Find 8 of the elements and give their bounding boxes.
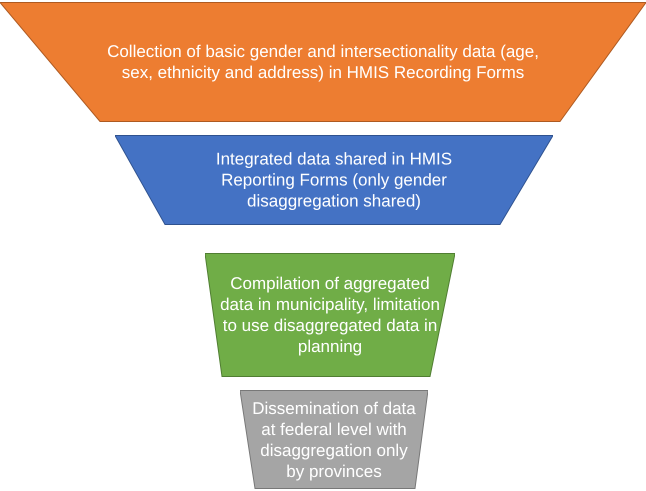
stage-text: Dissemination of data at federal level with disaggregation only by provinces	[252, 398, 416, 482]
funnel-segment	[240, 390, 428, 489]
funnel-segment	[205, 253, 455, 377]
stage-text: Compilation of aggregated data in municipality, limitation to use disaggregated data in planning	[219, 273, 441, 357]
stage-text: Integrated data shared in HMIS Reporting Forms (only gender disaggregation shared)	[214, 148, 454, 212]
stage-text: Collection of basic gender and intersectionality data (age, sex, ethnicity and address) in HMIS Recording Forms	[106, 41, 540, 83]
funnel-segment	[115, 135, 553, 225]
funnel-segment	[0, 2, 646, 122]
